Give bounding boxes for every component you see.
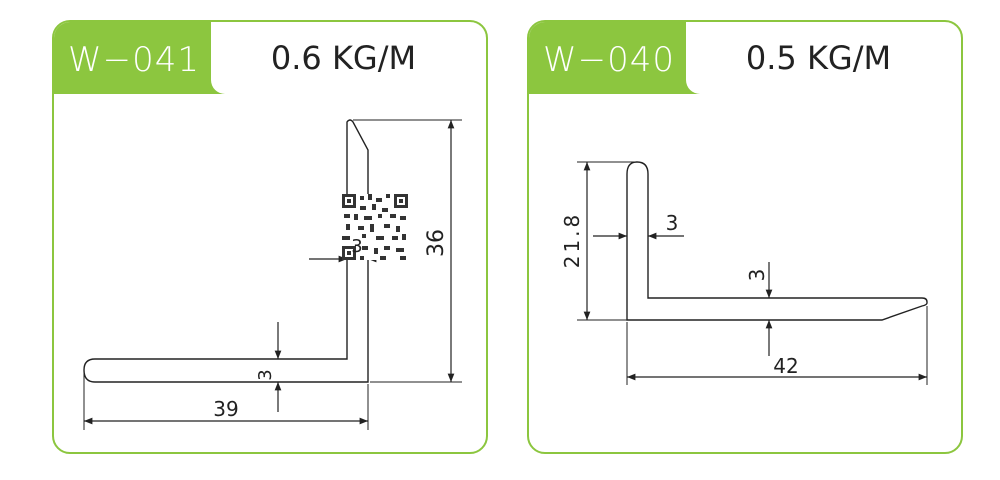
profile-weight: 0.6 KG/M [270,39,417,77]
dim-thickness-horizontal-label: 3 [255,369,276,380]
dim-height-label: 36 [424,229,449,257]
qr-code-icon [342,194,408,260]
dim-width-label: 42 [773,354,798,378]
profile-card-w040: W−040 0.5 KG/M [527,20,963,454]
weight-box: 0.5 KG/M [686,22,961,94]
profile-weight: 0.5 KG/M [745,39,892,77]
profile-w040-drawing [577,161,928,385]
card-header: W−041 0.6 KG/M [54,22,486,94]
angle-profile-outline [626,161,928,321]
profile-code: W−041 [68,40,201,80]
dim-thickness-horizontal-label: 3 [745,269,769,282]
profile-code: W−040 [543,40,676,80]
profile-w041-drawing [83,119,462,430]
dim-thickness-vertical-label: 3 [666,211,679,235]
dim-thickness-vertical-label: 3 [351,236,362,257]
weight-box: 0.6 KG/M [211,22,486,94]
angle-profile-outline [83,119,369,383]
dim-height-label: 21.8 [560,212,584,269]
dim-width-label: 39 [213,397,238,421]
card-header: W−040 0.5 KG/M [529,22,961,94]
